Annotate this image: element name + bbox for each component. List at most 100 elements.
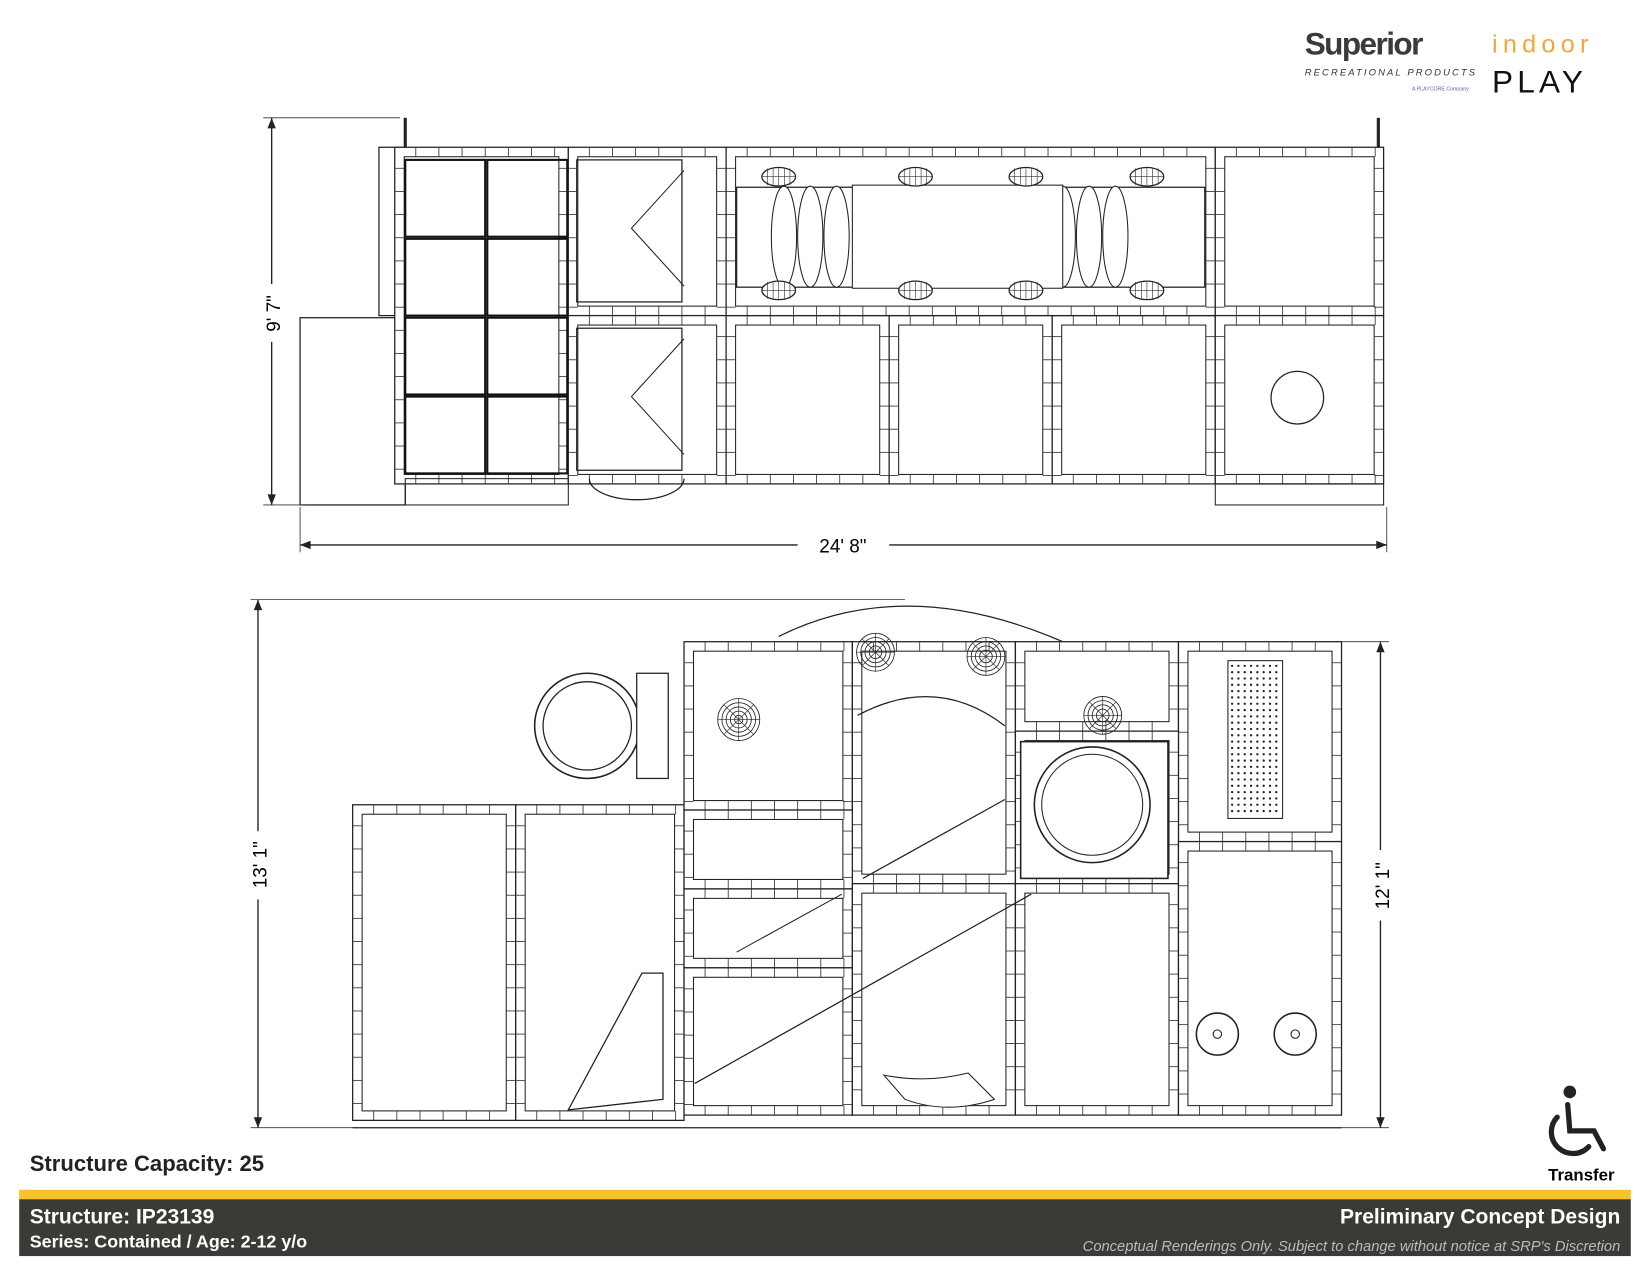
mesh-dot (1256, 790, 1259, 794)
mesh-dot (1230, 772, 1234, 775)
mesh-dot (1256, 759, 1259, 762)
mesh-dot (1237, 702, 1240, 705)
climbing-grid-cell (404, 316, 487, 396)
bubble-window (1102, 715, 1117, 729)
design-status: Preliminary Concept Design (1340, 1205, 1620, 1228)
mesh-dot (1249, 746, 1253, 750)
wave-slide (567, 972, 664, 1111)
mesh-dot (1275, 734, 1278, 737)
mesh-dot (1230, 689, 1234, 693)
mesh-dot (1262, 753, 1265, 756)
mesh-dot (1230, 809, 1234, 813)
panel-inner (524, 813, 676, 1112)
porthole (1041, 753, 1144, 856)
mesh-panel (1227, 660, 1284, 819)
elevation-right-dimension: 12' 1" (1341, 641, 1394, 1129)
climbing-grid-cell (404, 237, 487, 317)
frame-panel (683, 888, 853, 969)
mesh-dot (1249, 772, 1253, 775)
bubble-window (985, 642, 1000, 657)
panel-inner (577, 324, 718, 475)
panel-inner (1024, 892, 1170, 1107)
panel-inner (692, 650, 844, 802)
tube-ring (1075, 185, 1103, 288)
mesh-dot (1243, 721, 1246, 724)
frame-panel (567, 314, 727, 485)
logo-brand-sub: RECREATIONAL PRODUCTS (1305, 68, 1478, 79)
mesh-dot (1230, 683, 1234, 686)
mesh-dot (1256, 715, 1259, 718)
mesh-dot (1249, 778, 1253, 781)
frame-panel (725, 314, 890, 485)
bubble-window (875, 638, 890, 653)
mesh-dot (1256, 734, 1259, 737)
mesh-dot (1275, 696, 1278, 699)
mesh-dot (1262, 677, 1265, 680)
frame-panel (888, 314, 1053, 485)
mesh-dot (1256, 803, 1259, 806)
tube-entry (576, 327, 683, 471)
frame-panel (1177, 840, 1343, 1116)
logo-parent: A PLAYCORE Company (1412, 86, 1469, 92)
mesh-dot (1243, 671, 1246, 674)
slide-chute (694, 893, 1032, 1085)
mesh-dot (1268, 759, 1272, 762)
mesh-dot (1237, 797, 1240, 800)
mesh-dot (1256, 809, 1259, 813)
mesh-dot (1230, 784, 1234, 787)
panel-inner (361, 813, 507, 1112)
panel-inner (1024, 650, 1170, 723)
mesh-dot (1275, 772, 1278, 775)
bubble-window (985, 656, 1000, 671)
mesh-dot (1262, 734, 1265, 737)
mesh-dot (1237, 664, 1240, 668)
structure-capacity: Structure Capacity: 25 (30, 1151, 264, 1176)
climbing-grid-cell (486, 316, 569, 396)
mesh-dot (1249, 765, 1253, 769)
climbing-grid-cell (404, 158, 487, 238)
mesh-dot (1230, 765, 1234, 769)
series-age: Series: Contained / Age: 2-12 y/o (30, 1232, 308, 1252)
mesh-dot (1262, 759, 1265, 762)
mesh-dot (1249, 702, 1253, 705)
elevation-left-dimension: 13' 1" (250, 599, 905, 1129)
mesh-dot (1230, 708, 1234, 712)
mesh-dot (1256, 797, 1259, 800)
mesh-dot (1275, 784, 1278, 787)
tube-funnel (630, 170, 685, 287)
mesh-dot (1275, 727, 1278, 731)
panel-inner (577, 156, 718, 307)
steering-wheel-hub (1212, 1029, 1223, 1039)
mesh-dot (1230, 721, 1234, 724)
mesh-dot (1268, 708, 1272, 712)
mesh-dot (1256, 671, 1259, 674)
mesh-dot (1249, 759, 1253, 762)
elevation-view-drawing (352, 605, 1343, 1129)
mesh-dot (1275, 708, 1278, 712)
mesh-dot (1249, 803, 1253, 806)
bubble-window (861, 638, 876, 653)
logo-play: PLAY (1492, 64, 1587, 100)
frame-panel (1051, 314, 1216, 485)
mesh-dot (1275, 721, 1278, 724)
mesh-dot (1237, 708, 1240, 712)
panel-inner (692, 976, 844, 1107)
climbing-grid-cell (486, 158, 569, 238)
disclaimer: Conceptual Renderings Only. Subject to c… (1083, 1239, 1621, 1255)
mesh-dot (1256, 727, 1259, 731)
mesh-dot (1256, 721, 1259, 724)
mesh-dot (1262, 696, 1265, 699)
mesh-dot (1243, 753, 1246, 756)
mesh-dot (1249, 689, 1253, 693)
mesh-dot (1230, 753, 1234, 756)
tube-entry (576, 159, 683, 303)
climbing-grid-cell (486, 237, 569, 317)
mesh-dot (1268, 772, 1272, 775)
steering-wheel (1195, 1012, 1240, 1056)
mesh-dot (1249, 683, 1253, 686)
mesh-dot (1256, 765, 1259, 769)
mesh-dot (1249, 721, 1253, 724)
mesh-dot (1243, 759, 1246, 762)
mesh-dot (1256, 696, 1259, 699)
mesh-dot (1243, 696, 1246, 699)
